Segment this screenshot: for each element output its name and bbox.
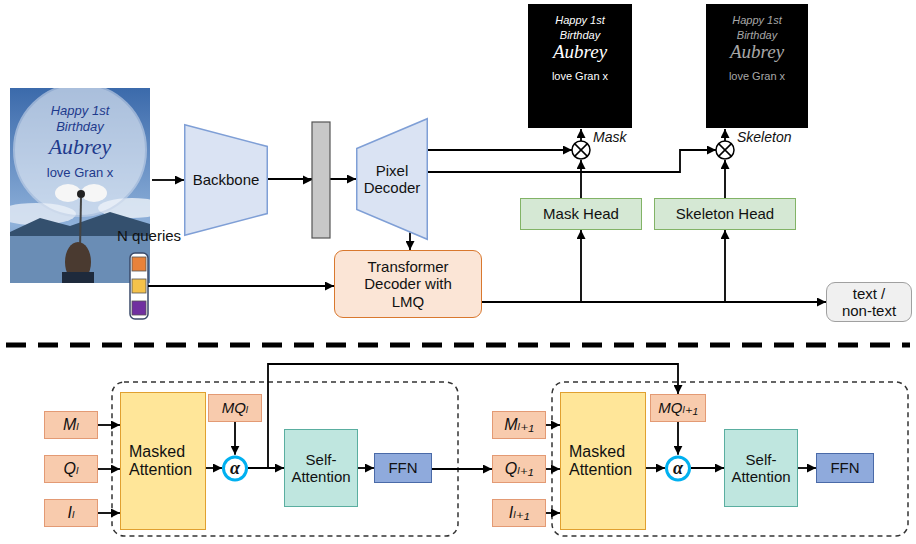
connector-arrow	[691, 467, 724, 469]
node-text: Mₗ₊₁	[504, 416, 533, 434]
photo-text: Aubrey	[15, 135, 145, 159]
connector-arrow	[98, 424, 120, 426]
input-box: Qₗ	[44, 455, 98, 483]
layer-group	[552, 382, 908, 536]
connector-arrow	[234, 422, 236, 455]
alpha-node: α	[665, 455, 691, 482]
node-text: Qₗ	[63, 460, 78, 478]
node-text: Backbone	[193, 171, 260, 188]
skeleton-text: Aubrey	[706, 42, 808, 63]
input-box: Qₗ₊₁	[492, 455, 546, 483]
connector-arrow	[98, 512, 120, 514]
decoder-block: Pixel Decoder	[356, 118, 428, 240]
ffn-box: FFN	[374, 453, 432, 483]
multiply-symbol	[716, 141, 734, 159]
arrow-head	[303, 176, 312, 185]
input-arrow	[152, 179, 184, 181]
node-text: FFN	[388, 459, 417, 476]
input-box: Mₗ₊₁	[492, 411, 546, 439]
backbone-block: Backbone	[184, 124, 268, 236]
feature-wires	[428, 129, 725, 198]
node-text: Self-Attention	[729, 451, 793, 486]
query-arrow	[148, 285, 334, 287]
transformer-box: Transformer Decoder with LMQ	[334, 250, 482, 318]
node-text: Iₗ₊₁	[509, 504, 530, 522]
connector-arrow	[432, 468, 492, 470]
node-text: Pixel Decoder	[360, 162, 424, 197]
node-outline	[357, 119, 428, 240]
node-text: Transformer Decoder with LMQ	[355, 258, 461, 310]
query-box: MQₗ₊₁	[650, 394, 706, 422]
node-outline	[185, 125, 268, 236]
photo-text: Birthday	[15, 120, 145, 134]
skeleton-text: Happy 1st	[706, 14, 808, 26]
mask-image	[528, 4, 632, 128]
node-text: Skeleton Head	[676, 205, 774, 222]
query-stack	[130, 253, 148, 319]
node-text: Iₗ	[67, 504, 74, 522]
skeleton-text: Birthday	[706, 29, 808, 41]
node-text: Mₗ	[63, 416, 79, 434]
mask-text: love Gran x	[528, 70, 632, 82]
mask-text: Birthday	[528, 29, 632, 41]
multiply-symbol	[572, 141, 590, 159]
query-box: MQₗ	[208, 394, 262, 422]
node-text: Qₗ₊₁	[505, 460, 534, 478]
node-text: FFN	[830, 459, 859, 476]
node-outline	[667, 457, 690, 480]
layer-group	[112, 382, 458, 536]
node-outline	[224, 457, 247, 480]
section-separator	[6, 343, 910, 348]
photo-text: love Gran x	[15, 166, 145, 180]
connector-arrow	[98, 468, 120, 470]
ffn-box: FFN	[816, 453, 874, 483]
attention-box: Masked Attention	[120, 392, 206, 530]
head-box: Skeleton Head	[654, 198, 796, 230]
photo-text: Happy 1st	[15, 104, 145, 118]
skeleton-image	[706, 4, 808, 128]
node-text: Self-Attention	[289, 451, 353, 486]
connector-arrow	[358, 467, 374, 469]
mask-text: Aubrey	[528, 42, 632, 63]
input-box: Iₗ	[44, 499, 98, 527]
output-box: text / non-text	[826, 282, 912, 323]
connector-arrow	[482, 301, 826, 303]
connector-arrow	[646, 467, 665, 469]
node-text: text / non-text	[841, 285, 897, 320]
attention-box: Self-Attention	[284, 429, 358, 507]
connector-arrow	[798, 467, 816, 469]
connector-arrow	[482, 230, 725, 302]
input-photo	[10, 88, 150, 283]
connector-arrow	[677, 422, 679, 455]
mask-text: Happy 1st	[528, 14, 632, 26]
attention-box: Self-Attention	[724, 429, 798, 507]
skeleton-text: love Gran x	[706, 70, 808, 82]
node-text: α	[230, 458, 240, 479]
alpha-node: α	[222, 455, 248, 482]
head-box: Mask Head	[520, 198, 642, 230]
node-text: Masked Attention	[129, 443, 197, 480]
node-text: MQₗ₊₁	[658, 399, 697, 416]
input-box: Mₗ	[44, 411, 98, 439]
output-label: Skeleton	[737, 130, 809, 145]
connector-arrow	[206, 467, 222, 469]
input-box: Iₗ₊₁	[492, 499, 546, 527]
connector-arrow	[409, 232, 411, 250]
queries-label: N queries	[104, 228, 194, 245]
feature-bar	[312, 122, 330, 238]
connector-arrow	[546, 424, 560, 426]
connector-arrow	[546, 512, 560, 514]
output-label: Mask	[593, 130, 637, 145]
connector-arrow	[546, 468, 560, 470]
node-text: Masked Attention	[569, 443, 637, 480]
node-text: Mask Head	[543, 205, 619, 222]
node-text: MQₗ	[222, 399, 249, 416]
attention-box: Masked Attention	[560, 392, 646, 530]
connector-arrow	[482, 230, 581, 302]
node-text: α	[673, 458, 683, 479]
